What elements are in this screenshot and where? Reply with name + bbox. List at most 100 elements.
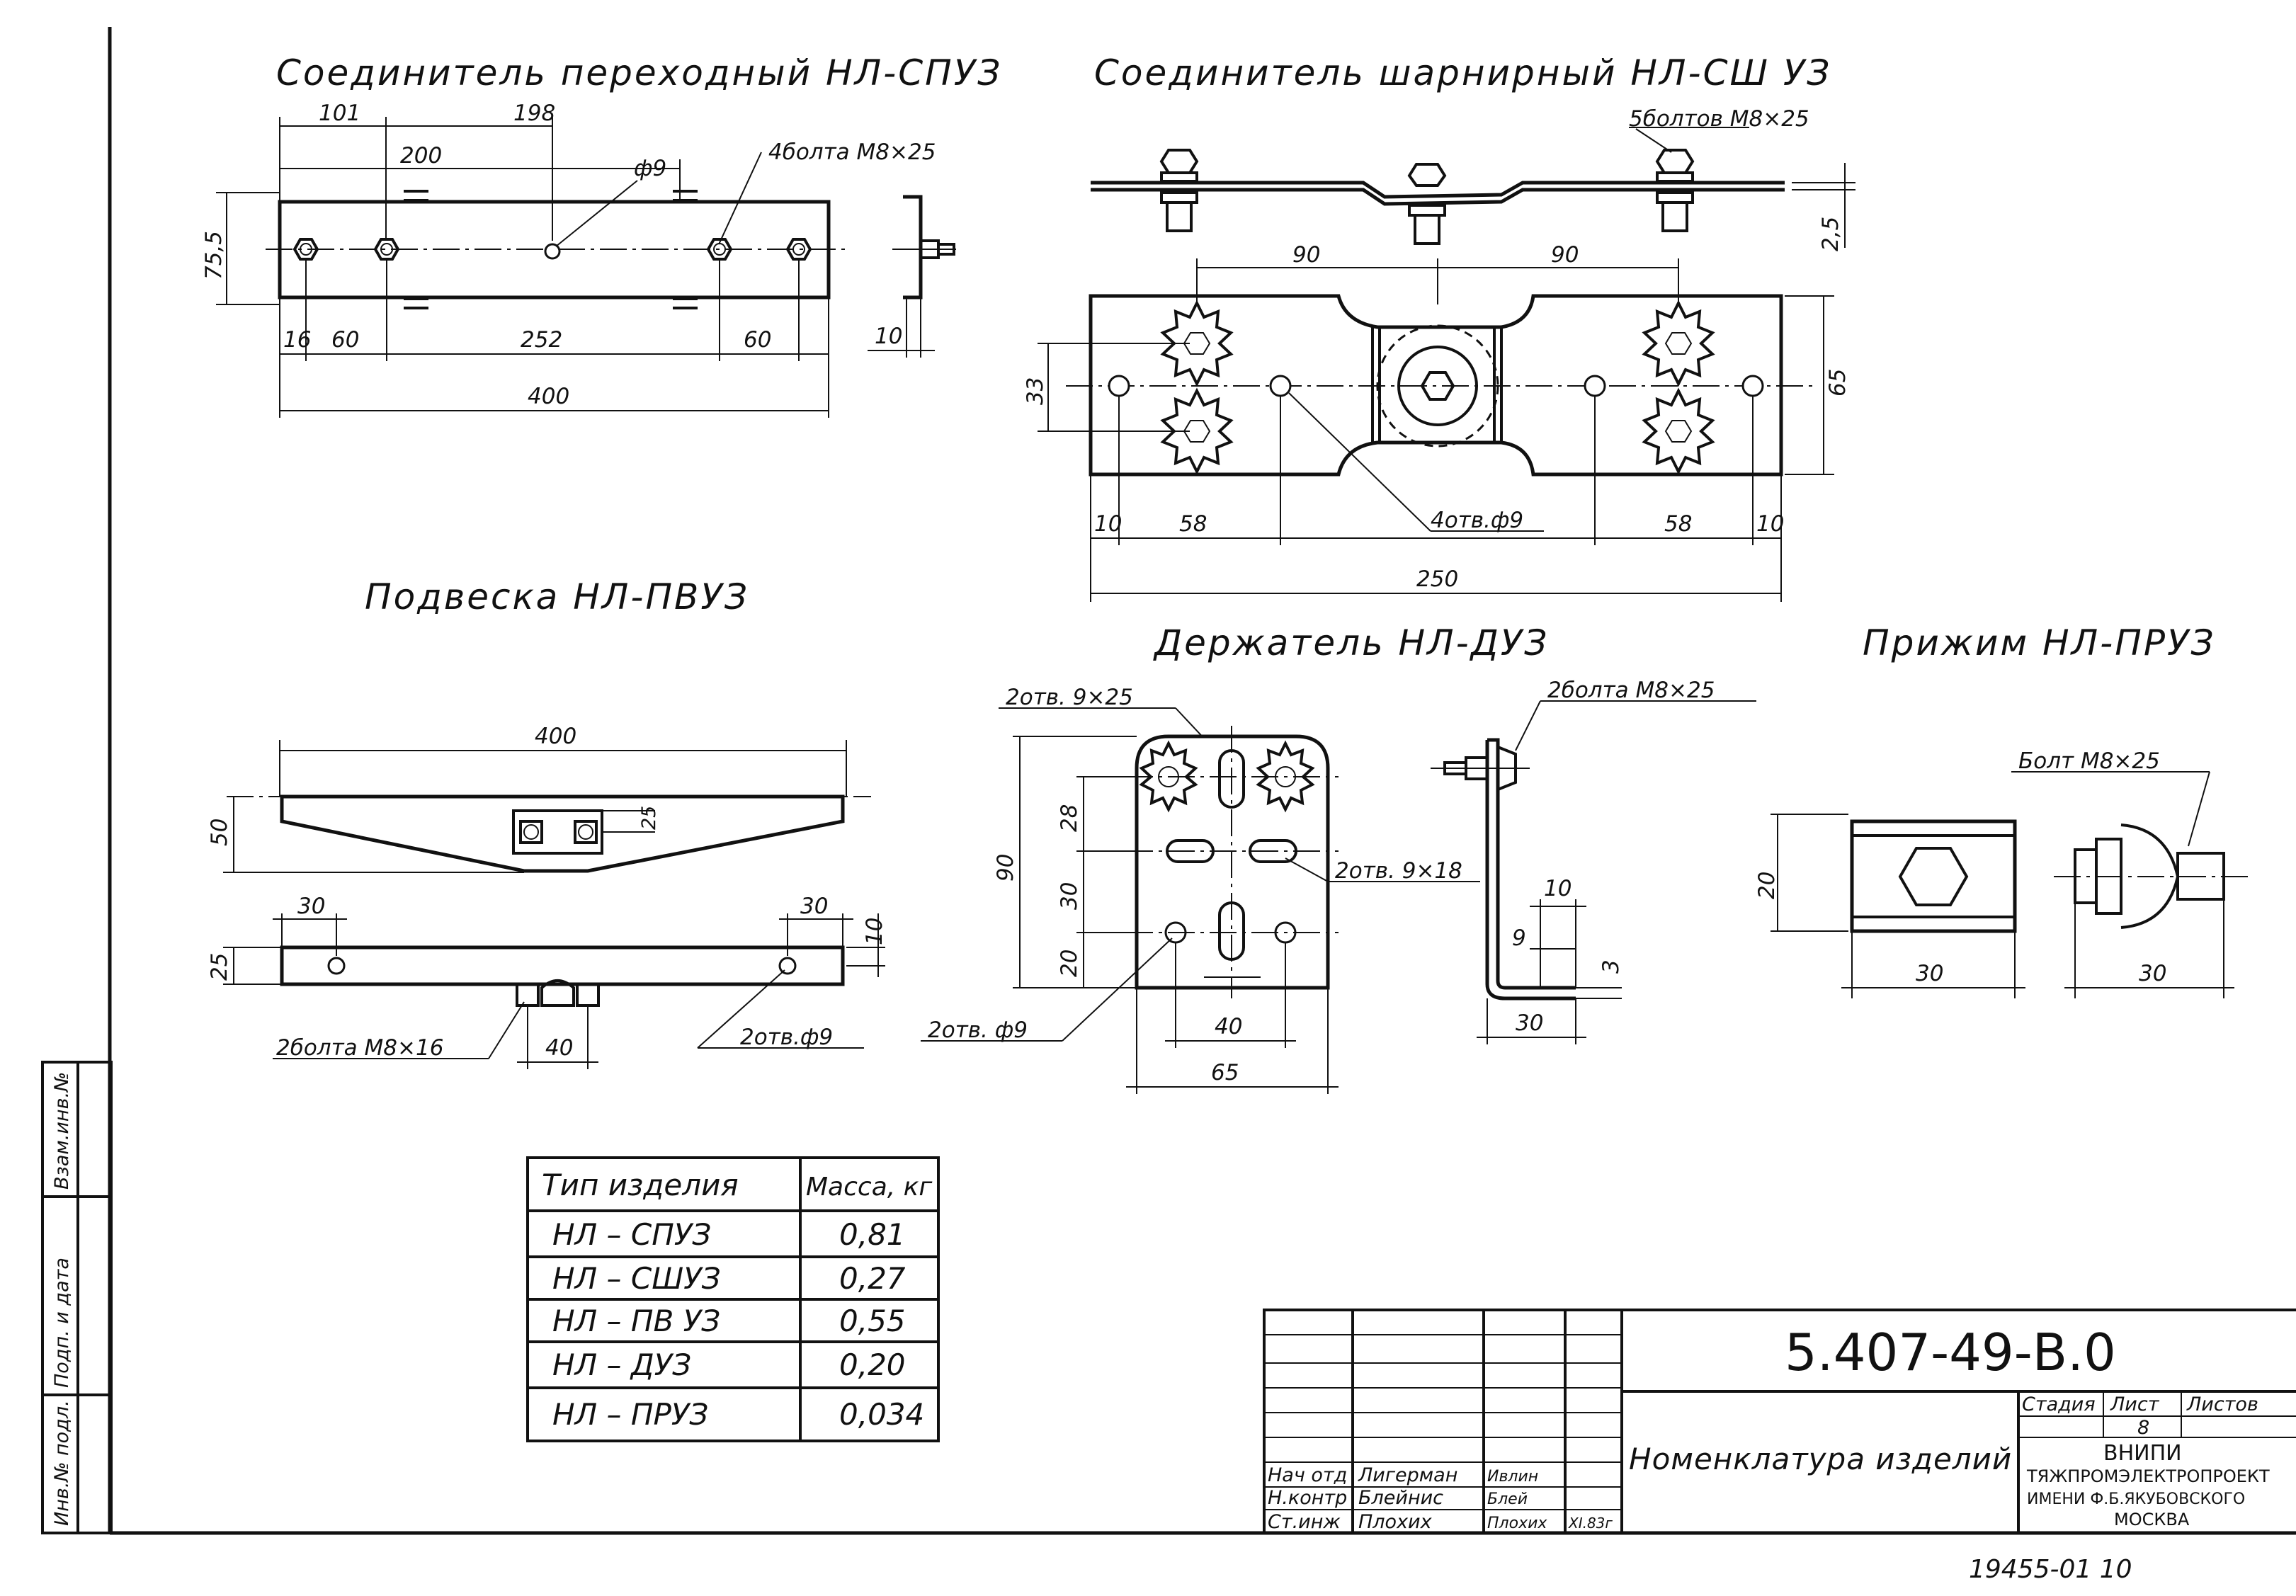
role-1: Нач отд bbox=[1268, 1464, 1347, 1486]
spu-dim-198: 198 bbox=[513, 101, 555, 126]
table-header-mass: Масса, кг bbox=[806, 1173, 933, 1202]
du-dim-28: 28 bbox=[1057, 804, 1082, 832]
shu-dim-65: 65 bbox=[1825, 369, 1851, 397]
stamp-sign-label: Подп. и дата bbox=[51, 1258, 73, 1388]
spu-dim-252: 252 bbox=[521, 327, 562, 353]
spu-bolt-1 bbox=[292, 238, 319, 261]
doc-title: Номенклатура изделий bbox=[1629, 1442, 2012, 1476]
table-header-type: Тип изделия bbox=[542, 1168, 739, 1202]
table-row-1-type: НЛ – СПУЗ bbox=[552, 1217, 711, 1252]
pru-side bbox=[2054, 823, 2249, 929]
shu-hole-1 bbox=[1108, 375, 1130, 397]
sign-3: Плохих bbox=[1487, 1515, 1547, 1532]
shu-hinge-nut bbox=[1420, 371, 1455, 401]
name-2: Блейнис bbox=[1358, 1487, 1443, 1509]
org-line-3: ИМЕНИ Ф.Б.ЯКУБОВСКОГО bbox=[2027, 1490, 2245, 1508]
spu-dim-10: 10 bbox=[875, 324, 902, 349]
pru-hex bbox=[1898, 847, 1969, 906]
pvu-dim-10: 10 bbox=[862, 918, 887, 945]
pvu-dim-30b: 30 bbox=[800, 894, 828, 919]
pru-plate bbox=[1850, 819, 2017, 933]
table-row-5-mass: 0,034 bbox=[839, 1397, 924, 1432]
sheet-label: Лист bbox=[2110, 1393, 2160, 1415]
shu-dim-90a: 90 bbox=[1292, 242, 1320, 268]
name-3: Плохих bbox=[1358, 1511, 1433, 1533]
pvu-title: Подвеска НЛ-ПВУЗ bbox=[365, 576, 749, 617]
shu-dim-58b: 58 bbox=[1664, 511, 1692, 537]
shu-washer-2 bbox=[1160, 387, 1234, 475]
du-label-slots25: 2отв. 9×25 bbox=[1006, 685, 1133, 710]
sign-1: Ивлин bbox=[1487, 1468, 1538, 1486]
pvu-hole-1 bbox=[327, 957, 346, 975]
shu-hole-2 bbox=[1269, 375, 1292, 397]
spu-bolt-4 bbox=[785, 238, 812, 261]
table-row-2-mass: 0,27 bbox=[839, 1261, 906, 1296]
shu-hole-3 bbox=[1584, 375, 1606, 397]
stamp-inv-label: Инв.№ подл. bbox=[51, 1400, 73, 1526]
shu-dim-58a: 58 bbox=[1179, 511, 1207, 537]
table-row-3-type: НЛ – ПВ УЗ bbox=[552, 1304, 720, 1338]
shu-dim-2-5: 2,5 bbox=[1818, 217, 1843, 251]
pvu-view: Подвеска НЛ-ПВУЗ 400 25 50 30 30 10 bbox=[207, 576, 887, 1069]
pru-view: Прижим НЛ-ПРУЗ 20 30 Болт М8×25 30 bbox=[1754, 622, 2249, 998]
shu-hole-4 bbox=[1741, 375, 1764, 397]
du-label-bolts: 2болта М8×25 bbox=[1547, 678, 1715, 703]
pvu-dim-25a: 25 bbox=[638, 806, 660, 830]
table-row-1-mass: 0,81 bbox=[839, 1217, 906, 1252]
stage-label: Стадия bbox=[2022, 1393, 2096, 1415]
du-dim-30-side: 30 bbox=[1516, 1010, 1543, 1036]
mass-table: Тип изделия Масса, кг НЛ – СПУЗ 0,81 НЛ … bbox=[526, 1156, 940, 1442]
pvu-plan bbox=[280, 945, 845, 986]
pvu-dim-25b: 25 bbox=[207, 953, 232, 981]
shu-title: Соединитель шарнирный НЛ-СШ УЗ bbox=[1094, 52, 1831, 93]
org-line-2: ТЯЖПРОМЭЛЕКТРОПРОЕКТ bbox=[2026, 1466, 2270, 1486]
pvu-dim-30a: 30 bbox=[297, 894, 325, 919]
du-dim-20: 20 bbox=[1057, 950, 1082, 977]
du-dim-9: 9 bbox=[1512, 925, 1526, 951]
shu-dim-250: 250 bbox=[1416, 566, 1458, 592]
du-dim-40: 40 bbox=[1215, 1014, 1242, 1039]
du-title: Держатель НЛ-ДУЗ bbox=[1153, 622, 1549, 663]
table-row-3-mass: 0,55 bbox=[839, 1304, 906, 1338]
spu-dim-200: 200 bbox=[400, 143, 442, 169]
side-stamp: Инв.№ подл. Подп. и дата Взам.инв.№ bbox=[41, 1061, 113, 1534]
du-dim-10: 10 bbox=[1544, 876, 1572, 901]
shu-hinge bbox=[1397, 346, 1478, 426]
table-row-5-type: НЛ – ПРУЗ bbox=[552, 1397, 708, 1432]
shu-washer-4 bbox=[1642, 387, 1715, 475]
sign-2: Блей bbox=[1487, 1490, 1528, 1508]
shu-view: Соединитель шарнирный НЛ-СШ УЗ 5болтов М… bbox=[1023, 52, 1855, 602]
spu-dim-400: 400 bbox=[528, 384, 569, 409]
spu-label-phi9: ф9 bbox=[634, 156, 666, 181]
shu-dim-90b: 90 bbox=[1551, 242, 1579, 268]
archive-number: 19455-01 10 bbox=[1969, 1555, 2132, 1584]
du-dim-65: 65 bbox=[1211, 1060, 1239, 1085]
du-dim-30: 30 bbox=[1057, 882, 1082, 910]
pru-title: Прижим НЛ-ПРУЗ bbox=[1863, 622, 2216, 663]
du-view: Держатель НЛ-ДУЗ 2отв. 9×25 90 28 30 20 … bbox=[921, 622, 1756, 1094]
pru-dim-30b: 30 bbox=[2139, 961, 2166, 986]
pvu-label-bolts: 2болта М8×16 bbox=[276, 1035, 443, 1061]
spu-hole-phi9 bbox=[544, 243, 561, 260]
pru-dim-20: 20 bbox=[1754, 872, 1780, 899]
pvu-dim-40: 40 bbox=[545, 1035, 573, 1061]
shu-side-bolt-2 bbox=[1407, 163, 1447, 245]
shu-label-holes: 4отв.ф9 bbox=[1431, 508, 1523, 533]
spu-view: Соединитель переходный НЛ-СПУЗ 101 198 2… bbox=[201, 52, 1002, 418]
sheet-number: 8 bbox=[2137, 1417, 2149, 1439]
spu-dim-101: 101 bbox=[319, 101, 360, 126]
org-line-1: ВНИПИ bbox=[2103, 1441, 2182, 1466]
pvu-label-holes: 2отв.ф9 bbox=[740, 1025, 833, 1050]
shu-dim-10a: 10 bbox=[1094, 511, 1122, 537]
role-3: Ст.инж bbox=[1268, 1511, 1341, 1533]
spu-title: Соединитель переходный НЛ-СПУЗ bbox=[276, 52, 1002, 93]
shu-dim-10b: 10 bbox=[1756, 511, 1784, 537]
shu-washer-3 bbox=[1642, 300, 1715, 387]
stamp-replace-label: Взам.инв.№ bbox=[51, 1072, 73, 1190]
name-1: Лигерман bbox=[1358, 1464, 1457, 1486]
spu-bolt-2 bbox=[373, 238, 400, 261]
doc-code: 5.407-49-В.0 bbox=[1785, 1323, 2116, 1382]
du-label-slots18: 2отв. 9×18 bbox=[1335, 858, 1462, 884]
pvu-dim-50: 50 bbox=[207, 819, 232, 846]
